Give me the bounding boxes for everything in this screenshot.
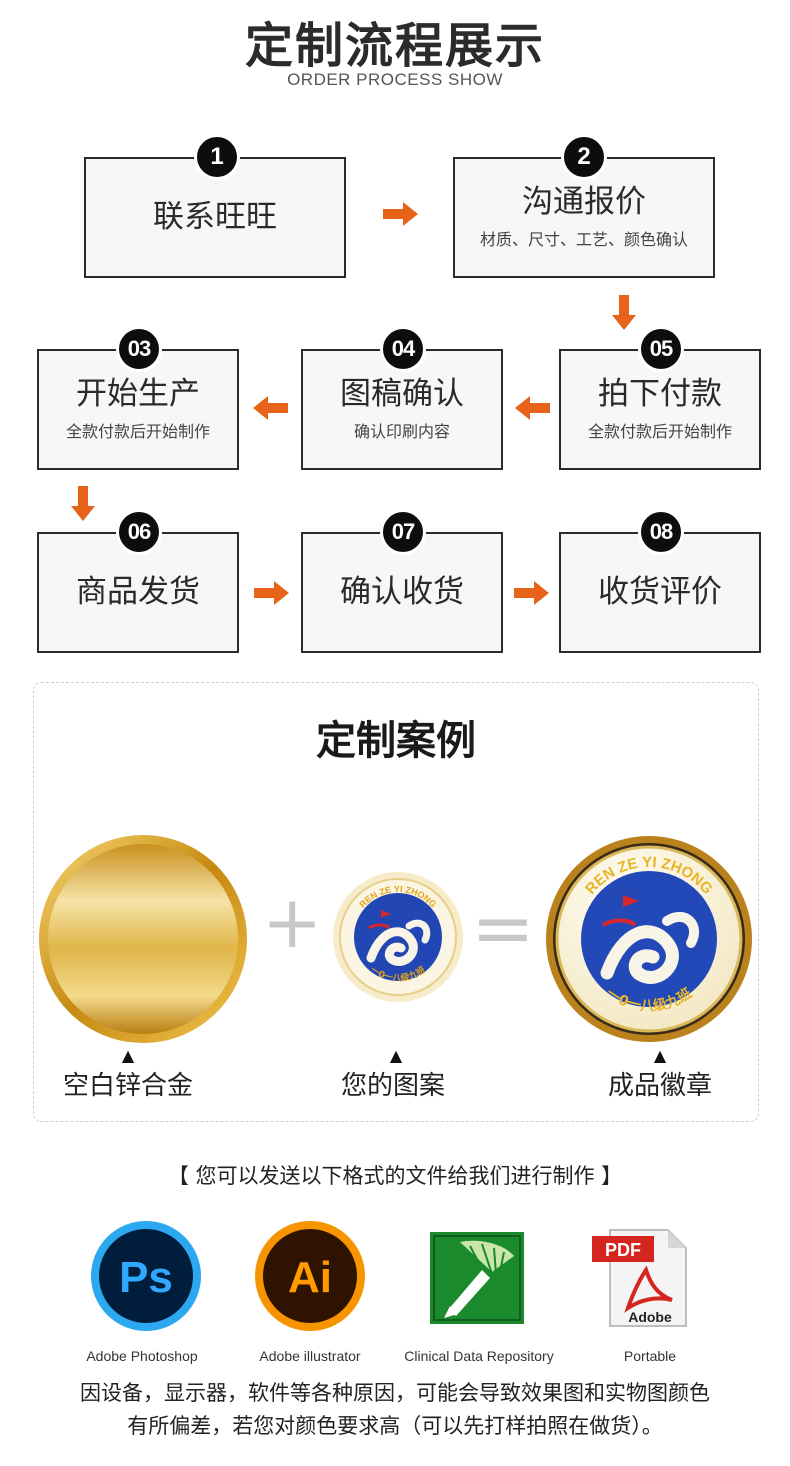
step-subtitle: 材质、尺寸、工艺、颜色确认 — [479, 230, 688, 250]
design-artwork-image: REN ZE YI ZHONG 一0一八级九班 — [333, 872, 463, 1002]
step-badge-6: 06 — [116, 509, 162, 555]
photoshop-icon: Ps — [91, 1221, 201, 1331]
marker-triangle: ▲ — [653, 1046, 667, 1065]
blank-coin-image — [39, 835, 247, 1043]
step-badge-7: 07 — [380, 509, 426, 555]
plus-sign: + — [262, 880, 323, 964]
finished-badge-image: REN ZE YI ZHONG 一0一八级九班 — [546, 836, 752, 1042]
formats-heading: 【 您可以发送以下格式的文件给我们进行制作 】 — [167, 1164, 623, 1188]
color-note-line1: 因设备，显示器，软件等各种原因，可能会导致效果图和实物图颜色 — [80, 1381, 710, 1405]
color-note-line2: 有所偏差，若您对颜色要求高（可以先打样拍照在做货）。 — [127, 1414, 663, 1438]
arrow-left-icon — [515, 396, 550, 420]
equals-sign: = — [471, 883, 535, 972]
coreldraw-icon — [430, 1232, 524, 1324]
arrow-right-icon — [514, 581, 549, 605]
step-badge-8: 08 — [638, 509, 684, 555]
arrow-right-icon — [254, 581, 289, 605]
step-badge-1: 1 — [194, 134, 240, 180]
step-badge-5: 05 — [638, 326, 684, 372]
arrow-right-icon — [383, 202, 418, 226]
pdf-adobe-text: Adobe — [628, 1309, 672, 1325]
illustrator-icon: Ai — [255, 1221, 365, 1331]
step-title: 联系旺旺 — [153, 198, 277, 235]
step-title: 图稿确认 — [340, 375, 464, 412]
step-title: 沟通报价 — [522, 183, 646, 220]
illustrator-glyph: Ai — [288, 1253, 332, 1302]
case-label-blank: 空白锌合金 — [62, 1071, 193, 1101]
page-title: 定制流程展示 — [244, 18, 545, 74]
page-subtitle: ORDER PROCESS SHOW — [287, 70, 503, 89]
format-label: Clinical Data Repository — [404, 1348, 554, 1364]
step-payment: 拍下付款 全款付款后开始制作 — [559, 349, 761, 470]
arrow-left-icon — [253, 396, 288, 420]
case-section — [33, 682, 759, 1122]
step-subtitle: 全款付款后开始制作 — [587, 422, 732, 442]
step-title: 拍下付款 — [598, 375, 722, 412]
pdf-glyph: PDF — [605, 1240, 641, 1260]
case-label-finished: 成品徽章 — [607, 1071, 712, 1101]
step-subtitle: 全款付款后开始制作 — [65, 422, 210, 442]
step-badge-3: 03 — [116, 326, 162, 372]
arrow-down-icon — [612, 295, 636, 330]
case-title: 定制案例 — [316, 718, 476, 764]
case-label-design: 您的图案 — [340, 1071, 445, 1101]
format-label: Portable — [623, 1348, 677, 1364]
arrow-down-icon — [71, 486, 95, 521]
step-subtitle: 确认印刷内容 — [353, 422, 450, 442]
marker-triangle: ▲ — [389, 1046, 403, 1065]
photoshop-glyph: Ps — [119, 1253, 173, 1302]
pdf-icon: PDF Adobe — [592, 1229, 687, 1327]
step-badge-4: 04 — [380, 326, 426, 372]
step-title: 商品发货 — [76, 573, 200, 610]
format-label: Adobe Photoshop — [86, 1348, 198, 1364]
step-title: 开始生产 — [76, 375, 200, 412]
marker-triangle: ▲ — [121, 1046, 135, 1065]
step-title: 确认收货 — [340, 573, 464, 610]
step-badge-2: 2 — [561, 134, 607, 180]
step-title: 收货评价 — [598, 573, 722, 610]
format-label: Adobe illustrator — [259, 1348, 361, 1364]
